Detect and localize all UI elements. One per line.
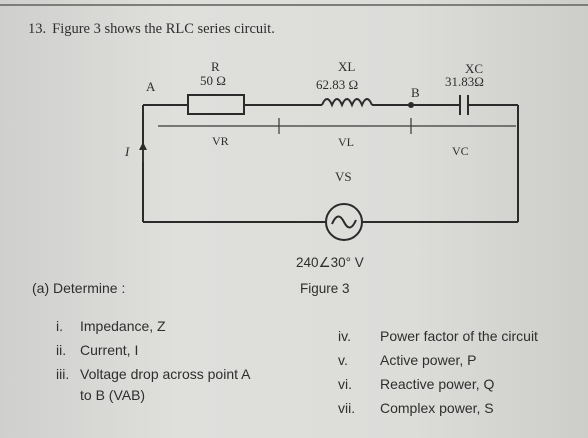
node-a-label: A: [146, 79, 156, 94]
determine-heading: (a) Determine :: [32, 280, 126, 296]
r-label: R: [211, 59, 220, 74]
node-b-dot: [408, 102, 414, 108]
source-value: 240∠30° V: [296, 255, 364, 270]
list-item: to B (VAB): [80, 387, 146, 403]
xl-value: 62.83 Ω: [316, 77, 359, 92]
inductor-symbol: [321, 98, 373, 108]
sine-wave-icon: [331, 215, 357, 229]
current-arrow-icon: [139, 142, 147, 150]
right-item-list: iv.Power factor of the circuit v.Active …: [338, 324, 538, 420]
vl-label: VL: [338, 135, 354, 149]
list-item: v.Active power, P: [338, 352, 477, 368]
vr-label: VR: [212, 134, 229, 148]
list-item: i.Impedance, Z: [56, 318, 166, 334]
list-item: ii.Current, I: [56, 342, 139, 358]
node-b-label: B: [411, 85, 420, 100]
xl-label: XL: [338, 59, 356, 74]
question-13: 13. Figure 3 shows the RLC series circuit…: [28, 21, 275, 38]
list-item: vii.Complex power, S: [338, 400, 494, 416]
xc-label: XC: [465, 61, 484, 76]
current-label: I: [125, 144, 130, 159]
xc-value: 31.83Ω: [445, 74, 484, 89]
vc-label: VC: [452, 144, 469, 158]
list-item: iv.Power factor of the circuit: [338, 328, 538, 344]
r-value: 50 Ω: [200, 73, 226, 88]
question-text: Figure 3 shows the RLC series circuit.: [52, 21, 275, 37]
vs-label: VS: [335, 169, 352, 184]
resistor-symbol: [187, 94, 245, 115]
question-number: 13.: [28, 21, 47, 37]
list-item: vi.Reactive power, Q: [338, 376, 495, 392]
list-item: iii.Voltage drop across point A: [56, 366, 251, 382]
figure-caption: Figure 3: [300, 281, 350, 296]
top-rule: [0, 4, 588, 6]
ac-source-symbol: [325, 203, 363, 241]
left-item-list: i.Impedance, Z ii.Current, I iii.Voltage…: [56, 314, 250, 404]
